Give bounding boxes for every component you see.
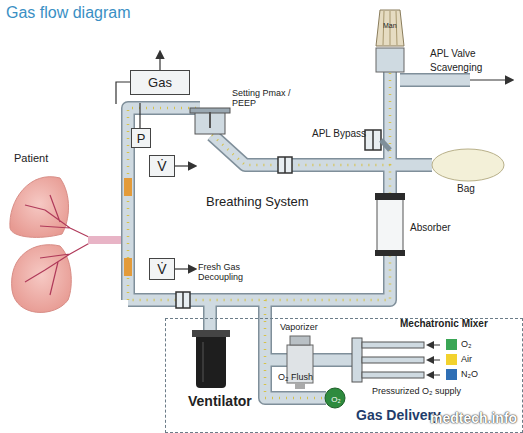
part-label: Mechatronic Mixer	[400, 318, 488, 330]
sensor-box: V̇	[149, 155, 175, 177]
flow-sensor	[124, 258, 132, 276]
signal-lines	[116, 52, 195, 269]
node-text: O₂	[331, 395, 340, 404]
part-label: Breathing System	[206, 195, 309, 210]
part-label: Ventilator	[188, 393, 252, 409]
legend-text: N₂O	[461, 369, 478, 379]
node-text: V̇	[157, 261, 166, 277]
part-label: Patient	[14, 152, 48, 165]
sensor-box: Gas	[130, 70, 190, 95]
node-text: Gas	[148, 75, 172, 90]
mixer	[352, 338, 424, 382]
breathing-bag	[432, 149, 504, 181]
watermark: medtech.info	[430, 410, 517, 426]
legend-swatch	[446, 354, 457, 365]
apl-valve	[376, 10, 404, 72]
part-label: APL Valve	[430, 48, 476, 60]
part-label: Vaporizer	[280, 322, 318, 332]
sensor-box: P	[131, 128, 151, 148]
peep-valve	[190, 108, 230, 134]
legend-text: Air	[461, 354, 472, 364]
legend-swatch	[446, 339, 457, 350]
gas-inlet-arrows	[428, 345, 440, 375]
node-text: V̇	[157, 158, 166, 174]
diagram-title: Gas flow diagram	[6, 4, 131, 22]
node-text: P	[137, 131, 146, 146]
part-label: Absorber	[410, 222, 451, 234]
node-heading: O₂ Flush	[278, 372, 313, 382]
sensor-box: V̇	[149, 258, 175, 280]
legend-swatch	[446, 369, 457, 380]
check-valve	[176, 130, 381, 308]
flow-arrow	[470, 79, 512, 80]
node-text: Gas Delivery	[354, 407, 443, 423]
bypass-tube	[381, 140, 390, 150]
flush-button	[325, 388, 345, 408]
part-label: Man	[383, 22, 397, 30]
part-label: Scavenging	[430, 62, 482, 74]
absorber	[375, 193, 405, 256]
flush-node: O₂O₂ Flush	[327, 390, 345, 408]
lungs	[10, 177, 128, 313]
part-label: Bag	[457, 183, 475, 195]
legend-text: O₂	[461, 339, 472, 349]
flow-sensor	[124, 178, 132, 196]
part-label: APL Bypass	[312, 128, 366, 140]
part-label: Pressurized O₂ supply	[372, 386, 461, 396]
tubes	[128, 70, 470, 398]
part-label: Setting Pmax / PEEP	[232, 88, 302, 109]
part-label: Fresh Gas Decoupling	[198, 262, 276, 283]
ventilator	[192, 330, 230, 388]
